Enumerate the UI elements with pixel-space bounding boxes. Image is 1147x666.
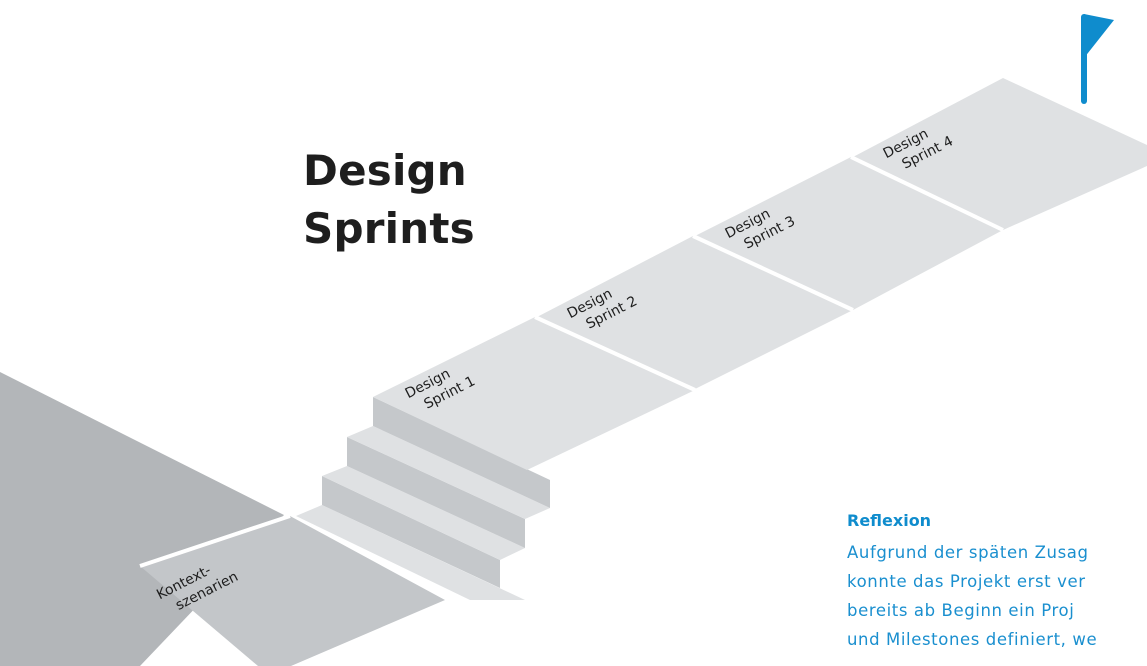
staircase	[322, 397, 550, 588]
title-line1: Design	[303, 146, 467, 195]
page-title: Design Sprints	[303, 142, 475, 258]
start-block	[0, 372, 284, 666]
reflexion-section: Reflexion Aufgrund der späten Zusag konn…	[847, 511, 1147, 666]
context-platform	[140, 516, 445, 666]
sprint-path	[373, 78, 1147, 470]
stair-landing	[296, 505, 525, 600]
reflexion-title: Reflexion	[847, 511, 932, 530]
reflexion-text: Aufgrund der späten Zusag konnte das Pro…	[847, 543, 1098, 649]
flag-icon	[1081, 14, 1114, 104]
title-line2: Sprints	[303, 204, 475, 253]
